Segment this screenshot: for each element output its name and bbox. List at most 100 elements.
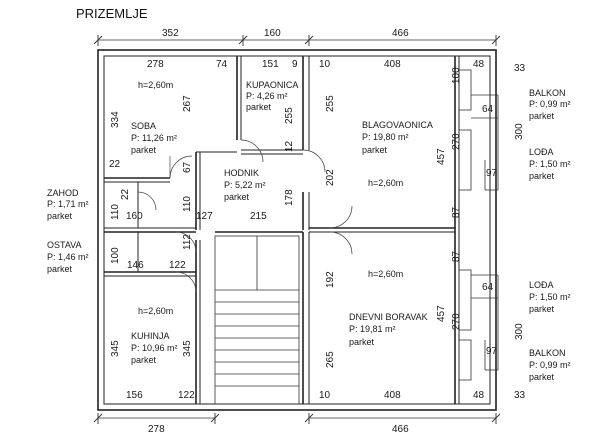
svg-text:278: 278 — [147, 59, 164, 70]
svg-text:LOĐA: LOĐA — [529, 147, 554, 157]
svg-text:457: 457 — [436, 148, 447, 165]
room-kuhinja: h=2,60m KUHINJA P: 10,96 m² parket — [131, 306, 178, 365]
svg-text:h=2,60m: h=2,60m — [138, 306, 173, 316]
svg-text:9: 9 — [292, 59, 298, 70]
svg-text:LOĐA: LOĐA — [529, 280, 554, 290]
svg-text:P: 19,81 m²: P: 19,81 m² — [349, 324, 396, 334]
svg-text:DNEVNI BORAVAK: DNEVNI BORAVAK — [349, 312, 428, 322]
svg-text:P: 1,50 m²: P: 1,50 m² — [529, 159, 571, 169]
room-loda-top: LOĐA P: 1,50 m² parket — [529, 147, 571, 181]
svg-text:202: 202 — [325, 169, 336, 186]
svg-text:h=2,60m: h=2,60m — [368, 269, 403, 279]
room-zahod: ZAHOD P: 1,71 m² parket — [47, 188, 89, 221]
inner-dimensions: 278 74 151 9 10 408 48 33 100 334 267 25… — [109, 59, 526, 401]
svg-text:33: 33 — [514, 390, 526, 401]
svg-text:33: 33 — [514, 63, 526, 74]
svg-text:P: 4,26 m²: P: 4,26 m² — [246, 91, 288, 101]
svg-text:300: 300 — [514, 323, 525, 340]
svg-text:P: 0,99 m²: P: 0,99 m² — [529, 99, 571, 109]
svg-text:48: 48 — [473, 59, 485, 70]
room-balkon-top: BALKON P: 0,99 m² parket — [529, 88, 571, 121]
svg-text:146: 146 — [127, 260, 144, 271]
svg-text:P: 11,26 m²: P: 11,26 m² — [131, 133, 177, 143]
svg-text:P: 1,50 m²: P: 1,50 m² — [529, 292, 571, 302]
dim-352: 352 — [162, 28, 179, 39]
svg-text:10: 10 — [319, 390, 331, 401]
svg-text:OSTAVA: OSTAVA — [47, 240, 82, 250]
dim-466: 466 — [392, 28, 409, 39]
svg-text:64: 64 — [482, 104, 494, 115]
windows — [458, 69, 499, 381]
svg-text:parket: parket — [529, 111, 555, 121]
svg-text:300: 300 — [514, 123, 525, 140]
svg-text:334: 334 — [110, 111, 121, 128]
svg-text:215: 215 — [250, 211, 267, 222]
room-ostava: OSTAVA P: 1,46 m² parket — [47, 240, 89, 274]
room-balkon-bottom: BALKON P: 0,99 m² parket — [529, 348, 571, 382]
room-hodnik: HODNIK P: 5,22 m² parket — [224, 168, 266, 202]
svg-text:255: 255 — [284, 107, 295, 124]
svg-text:127: 127 — [196, 211, 213, 222]
svg-text:255: 255 — [325, 95, 336, 112]
svg-text:270: 270 — [451, 313, 462, 330]
svg-text:BALKON: BALKON — [529, 88, 566, 98]
svg-text:97: 97 — [486, 346, 498, 357]
svg-text:22: 22 — [120, 188, 131, 200]
staircase — [214, 235, 300, 405]
svg-text:151: 151 — [262, 59, 279, 70]
svg-text:parket: parket — [349, 337, 375, 347]
svg-text:parket: parket — [47, 264, 73, 274]
svg-text:parket: parket — [131, 145, 157, 155]
svg-text:97: 97 — [486, 168, 498, 179]
svg-text:parket: parket — [529, 171, 555, 181]
svg-text:345: 345 — [110, 340, 121, 357]
svg-text:457: 457 — [436, 305, 447, 322]
svg-text:156: 156 — [126, 390, 143, 401]
svg-text:P: 10,96 m²: P: 10,96 m² — [131, 343, 178, 353]
svg-text:22: 22 — [109, 159, 121, 170]
svg-text:BLAGOVAONICA: BLAGOVAONICA — [362, 120, 433, 130]
top-dimension-line: 352 160 466 — [93, 28, 501, 46]
svg-text:178: 178 — [284, 189, 295, 206]
dim-466-bottom: 466 — [392, 424, 409, 435]
svg-text:112: 112 — [182, 234, 193, 250]
svg-text:160: 160 — [126, 211, 143, 222]
svg-text:h=2,60m: h=2,60m — [368, 178, 403, 188]
svg-text:parket: parket — [529, 304, 555, 314]
svg-text:408: 408 — [384, 59, 401, 70]
svg-text:64: 64 — [482, 282, 494, 293]
svg-text:270: 270 — [451, 133, 462, 150]
svg-text:74: 74 — [216, 59, 228, 70]
svg-text:ZAHOD: ZAHOD — [47, 188, 79, 198]
svg-text:87: 87 — [451, 206, 462, 218]
svg-text:192: 192 — [325, 271, 336, 288]
svg-text:KUHINJA: KUHINJA — [131, 331, 170, 341]
svg-text:408: 408 — [384, 390, 401, 401]
dim-278-bottom: 278 — [148, 424, 165, 435]
svg-text:parket: parket — [47, 211, 73, 221]
svg-text:P: 5,22 m²: P: 5,22 m² — [224, 180, 266, 190]
door-swings — [137, 139, 353, 293]
svg-text:100: 100 — [110, 247, 121, 264]
svg-text:10: 10 — [319, 59, 331, 70]
svg-text:parket: parket — [529, 372, 555, 382]
dim-160: 160 — [264, 28, 281, 39]
svg-text:P: 0,99 m²: P: 0,99 m² — [529, 360, 571, 370]
svg-text:267: 267 — [182, 95, 193, 112]
svg-text:parket: parket — [224, 192, 250, 202]
bottom-dimension-line: 278 466 — [93, 413, 501, 435]
svg-text:48: 48 — [473, 390, 485, 401]
svg-text:HODNIK: HODNIK — [224, 168, 259, 178]
svg-text:345: 345 — [182, 340, 193, 357]
svg-text:67: 67 — [182, 161, 193, 173]
plan-title: PRIZEMLJE — [76, 6, 148, 21]
svg-text:100: 100 — [451, 67, 462, 84]
svg-text:12: 12 — [284, 140, 295, 152]
svg-text:265: 265 — [325, 351, 336, 368]
room-kupaonica: KUPAONICA P: 4,26 m² parket — [246, 80, 298, 112]
outer-walls — [97, 49, 497, 411]
svg-text:P: 1,46 m²: P: 1,46 m² — [47, 252, 89, 262]
interior-walls — [104, 56, 460, 404]
svg-text:parket: parket — [362, 145, 388, 155]
svg-text:P: 19,80 m²: P: 19,80 m² — [362, 132, 409, 142]
